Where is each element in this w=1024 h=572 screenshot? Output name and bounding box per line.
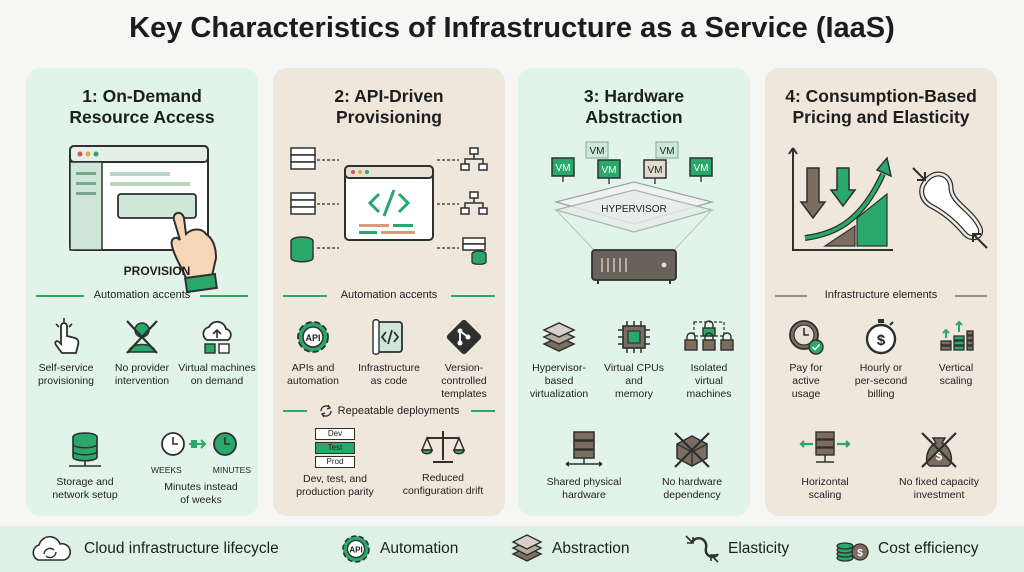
horizontal-scale-icon [799, 431, 851, 463]
legend-automation: API Automation [340, 534, 458, 564]
panel-title: 2: API-Driven Provisioning [334, 86, 444, 127]
feature-config-drift: Reduced configuration drift [393, 428, 493, 498]
page-title: Key Characteristics of Infrastructure as… [129, 12, 895, 44]
weeks-label: WEEKS [151, 465, 182, 475]
legend-abstraction: Abstraction [510, 534, 630, 564]
feature-vm-on-demand: Virtual machines on demand [178, 318, 256, 388]
vm-label: VM [660, 146, 675, 157]
tap-hand-icon [54, 318, 80, 354]
hypervisor-illustration: VM VM VM VM VM VM HYPERVISOR [518, 138, 750, 298]
vertical-scale-icon [940, 320, 974, 351]
no-hardware-icon [674, 432, 710, 468]
api-code-illustration [273, 138, 505, 298]
coins-icon: $ [836, 542, 869, 562]
refresh-icon [319, 404, 332, 418]
feature-minutes-weeks: WEEKS MINUTES Minutes instead of weeks [151, 430, 251, 507]
layers-icon [542, 322, 576, 352]
feature-isolated-vms: Isolated virtual machines [670, 318, 748, 401]
feature-virtual-cpus: Virtual CPUs and memory [595, 318, 673, 401]
elasticity-chart-illustration [765, 138, 997, 298]
api-gear-icon: API [342, 535, 370, 563]
minutes-label: MINUTES [212, 465, 251, 475]
feature-hypervisor-virtualization: Hypervisor- based virtualization [520, 318, 598, 401]
svg-text:API: API [349, 546, 362, 555]
bottom-legend-bar: Cloud infrastructure lifecycle API Autom… [0, 526, 1024, 572]
hypervisor-label: HYPERVISOR [601, 204, 666, 215]
vm-label: VM [556, 163, 571, 174]
cpu-icon [618, 321, 650, 353]
stopwatch-dollar-icon: $ [865, 319, 897, 355]
storage-icon [69, 432, 101, 467]
panel-title: 1: On-Demand Resource Access [69, 86, 215, 127]
layers-icon [511, 534, 543, 562]
feature-no-fixed-capacity: $ No fixed capacity investment [885, 430, 993, 502]
feature-api-automation: API APIs and automation [274, 318, 352, 388]
provision-window-illustration: PROVISION [26, 138, 258, 298]
legend-elasticity: Elasticity [684, 534, 789, 564]
cloud-server-icon [202, 320, 232, 354]
svg-text:API: API [305, 333, 320, 343]
panel-title: 3: Hardware Abstraction [583, 86, 685, 127]
vm-label: VM [590, 146, 605, 157]
cloud-cycle-icon [32, 535, 72, 561]
provision-button-label: PROVISION [123, 264, 191, 278]
server-rack-icon [565, 431, 603, 467]
feature-self-service: Self-service provisioning [27, 318, 105, 388]
svg-text:$: $ [936, 449, 943, 463]
panel-api-driven: 2: API-Driven Provisioning [273, 68, 505, 516]
svg-text:$: $ [857, 548, 863, 559]
no-money-bag-icon: $ [921, 432, 957, 468]
legend-cloud-lifecycle: Cloud infrastructure lifecycle [26, 534, 279, 564]
feature-storage-network: Storage and network setup [46, 430, 124, 502]
api-gear-icon: API [297, 321, 329, 353]
section-label: Automation accents [36, 289, 248, 301]
feature-vertical-scaling: Vertical scaling [917, 318, 995, 388]
scale-icon [421, 431, 465, 463]
sub-label: Repeatable deployments [283, 404, 495, 421]
feature-hourly-billing: $ Hourly or per-second billing [842, 318, 920, 401]
svg-text:$: $ [877, 332, 886, 349]
feature-iac: Infrastructure as code [350, 318, 428, 388]
feature-shared-hardware: Shared physical hardware [536, 430, 632, 502]
env-stack-icon: Dev Test Prod [315, 428, 355, 468]
feature-horizontal-scaling: Horizontal scaling [779, 430, 871, 502]
no-person-icon [126, 320, 158, 354]
lock-icon [684, 320, 734, 351]
elastic-icon [685, 535, 719, 563]
clock-icon [161, 432, 237, 456]
feature-pay-active-usage: Pay for active usage [767, 318, 845, 401]
legend-cost-efficiency: $ Cost efficiency [834, 534, 979, 564]
git-icon [446, 319, 482, 355]
clock-check-icon [789, 320, 824, 355]
panel-on-demand: 1: On-Demand Resource Access PROVISION A… [26, 68, 258, 516]
vm-label: VM [694, 163, 709, 174]
section-label: Automation accents [283, 289, 495, 301]
panel-title: 4: Consumption-Based Pricing and Elastic… [785, 86, 977, 127]
panel-consumption-pricing: 4: Consumption-Based Pricing and Elastic… [765, 68, 997, 516]
vm-label: VM [648, 165, 663, 176]
section-label: Infrastructure elements [775, 289, 987, 301]
panel-hardware-abstraction: 3: Hardware Abstraction VM VM VM VM VM V… [518, 68, 750, 516]
feature-no-provider: No provider intervention [103, 318, 181, 388]
feature-env-parity: Dev Test Prod Dev, test, and production … [296, 428, 374, 498]
vm-label: VM [602, 165, 617, 176]
code-file-icon [372, 319, 403, 355]
feature-no-hardware-dependency: No hardware dependency [646, 430, 738, 502]
feature-version-templates: Version- controlled templates [425, 318, 503, 401]
